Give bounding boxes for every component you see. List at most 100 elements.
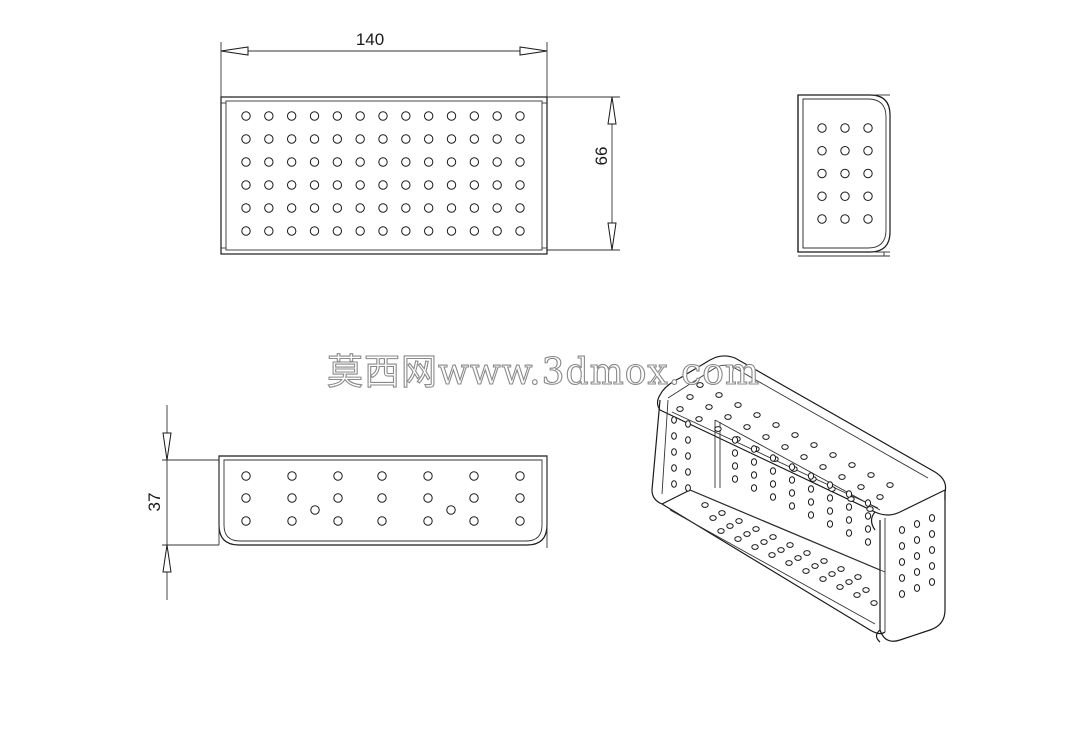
hole	[709, 515, 717, 521]
hole	[309, 180, 320, 190]
hole	[857, 484, 865, 490]
hole	[898, 590, 906, 598]
hole	[515, 111, 525, 121]
hole	[810, 442, 818, 448]
hole	[264, 157, 274, 167]
hole	[803, 550, 811, 556]
hole	[355, 134, 365, 144]
hole	[750, 458, 758, 466]
hole	[794, 555, 802, 561]
hole	[820, 558, 828, 564]
hole	[826, 520, 834, 528]
hole	[264, 111, 274, 121]
hole	[769, 467, 777, 475]
hole	[864, 499, 872, 507]
hole	[788, 463, 796, 471]
hole	[717, 528, 725, 534]
hole	[853, 592, 861, 598]
hole	[913, 568, 921, 576]
hole	[377, 493, 387, 503]
hole	[332, 180, 343, 190]
hole	[241, 493, 251, 503]
hole	[845, 579, 853, 585]
hole	[446, 111, 457, 121]
hole	[863, 146, 873, 156]
hole	[286, 203, 297, 213]
hole	[726, 523, 734, 529]
hole	[817, 214, 827, 224]
hole	[913, 552, 921, 560]
hole	[446, 226, 457, 236]
hole	[777, 547, 785, 553]
hole	[913, 536, 921, 544]
top-view-inner-outline	[225, 100, 543, 251]
hole	[355, 111, 365, 121]
hole	[807, 498, 815, 506]
hole	[309, 134, 320, 144]
hole	[731, 462, 739, 470]
hole	[840, 214, 850, 224]
hole	[332, 226, 343, 236]
hole	[800, 454, 808, 460]
hole	[671, 448, 677, 456]
hole	[898, 558, 906, 566]
hole	[286, 134, 297, 144]
hole	[817, 191, 827, 201]
hole	[492, 203, 502, 213]
hole	[287, 493, 297, 503]
hole	[469, 111, 480, 121]
hole	[423, 516, 433, 526]
hole	[241, 203, 251, 213]
hole	[446, 203, 457, 213]
hole	[807, 485, 815, 493]
hole	[423, 226, 434, 236]
hole	[333, 516, 343, 526]
hole	[515, 157, 525, 167]
top-view-holes	[241, 111, 525, 236]
hole	[781, 444, 789, 450]
hole	[286, 157, 297, 167]
hole	[515, 471, 525, 481]
hole	[828, 571, 836, 577]
hole	[743, 424, 751, 430]
hole	[768, 552, 776, 558]
dimension-height: 37	[145, 405, 219, 600]
hole	[898, 574, 906, 582]
hole	[718, 510, 726, 516]
hole	[446, 157, 457, 167]
hole	[863, 191, 873, 201]
hole	[788, 502, 796, 510]
hole	[731, 449, 739, 457]
side-view-holes	[817, 123, 873, 224]
front-view-holes	[241, 471, 525, 526]
hole	[807, 511, 815, 519]
hole	[401, 180, 411, 190]
hole	[928, 562, 936, 570]
hole	[750, 471, 758, 479]
hole	[355, 157, 365, 167]
hole	[731, 475, 739, 483]
hole	[701, 502, 709, 508]
watermark-text: 莫西网www.3dmox.com	[327, 352, 760, 393]
hole	[492, 134, 502, 144]
hole	[333, 471, 343, 481]
side-view	[797, 94, 891, 257]
hole	[786, 542, 794, 548]
hole	[863, 214, 873, 224]
hole	[867, 472, 875, 478]
hole	[469, 516, 479, 526]
hole	[866, 506, 874, 512]
hole	[772, 422, 780, 428]
hole	[788, 489, 796, 497]
hole	[811, 563, 819, 569]
hole	[423, 157, 434, 167]
hole	[378, 157, 388, 167]
hole	[241, 134, 251, 144]
hole	[862, 587, 870, 593]
hole	[913, 584, 921, 592]
side-view-outline	[797, 94, 891, 253]
hole	[355, 203, 365, 213]
hole	[750, 445, 758, 453]
hole	[854, 574, 862, 580]
hole	[886, 482, 894, 488]
